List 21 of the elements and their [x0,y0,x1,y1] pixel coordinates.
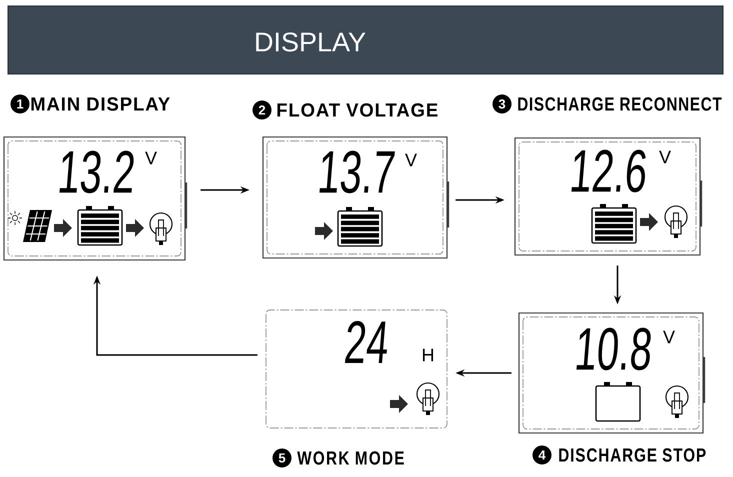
step-number: 4 [532,446,552,464]
step-number: 5 [272,448,292,468]
lcd-reading: 10.8 [576,328,651,370]
panel-heading: DISCHARGE STOP [559,448,706,462]
lcd-reading: 13.2 [59,150,134,194]
panel-heading: FLOAT VOLTAGE [277,103,438,117]
unit-label: V [663,330,675,344]
panel-heading: DISCHARGE RECONNECT [518,97,722,111]
unit-label: H [422,348,434,362]
unit-label: V [659,150,671,164]
lcd-reading: 12.6 [571,150,646,192]
step-number: 3 [492,94,512,114]
step-number: 2 [252,100,272,120]
panel-heading: MAIN DISPLAY [31,97,170,111]
unit-label: V [405,154,417,166]
lcd-reading: 13.7 [319,150,395,194]
lcd-reading: 24 [344,321,387,363]
unit-label: V [145,152,157,164]
step-number: 1 [10,94,30,114]
title-banner: DISPLAY [8,6,724,74]
panel-heading: WORK MODE [297,451,404,465]
